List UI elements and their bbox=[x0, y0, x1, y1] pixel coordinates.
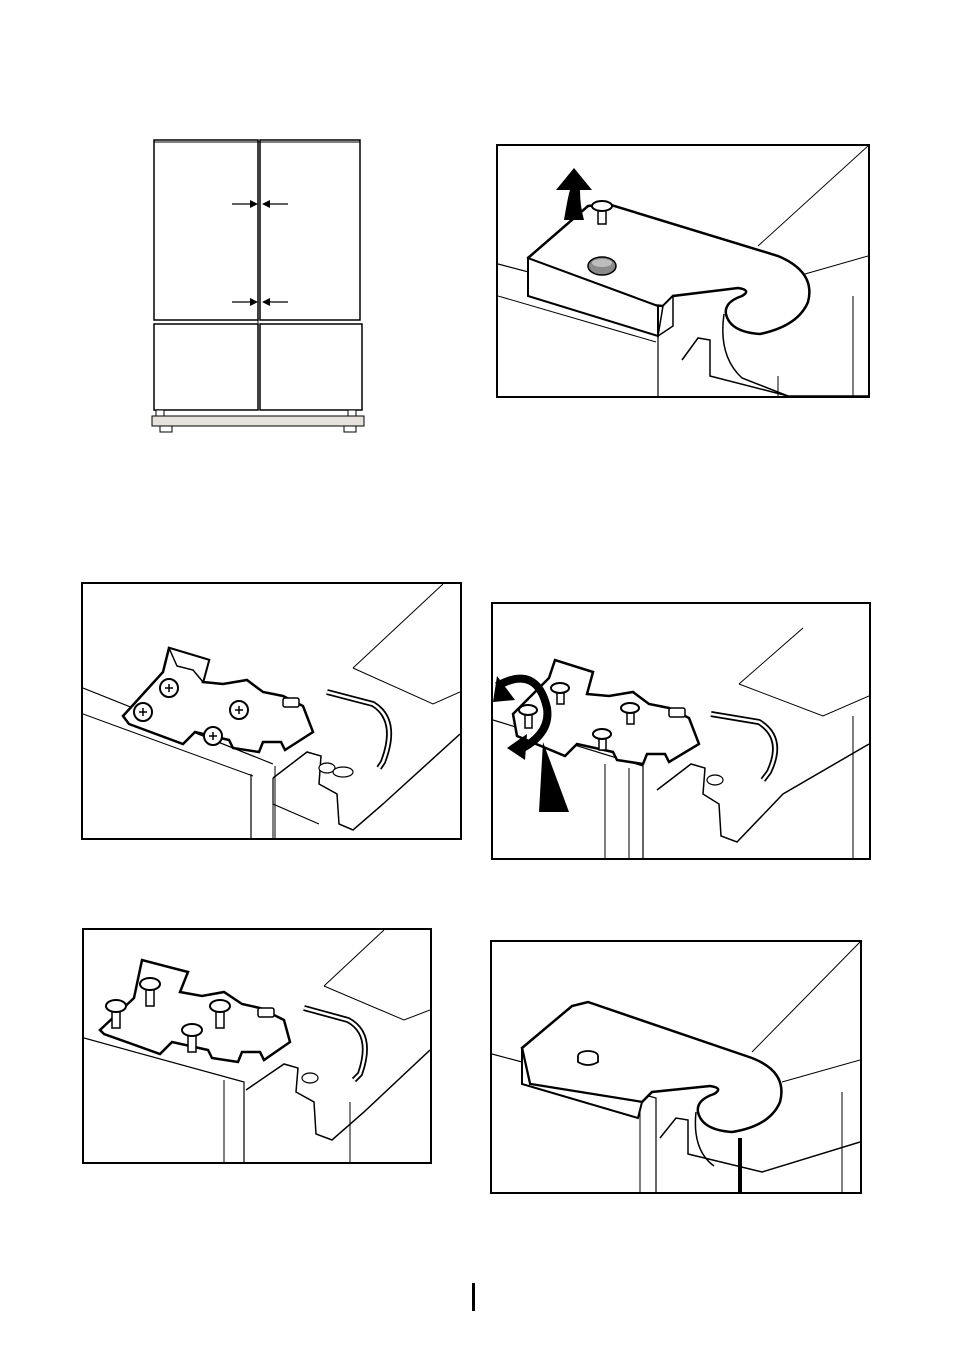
hinge-screws-loosen bbox=[491, 602, 871, 860]
fridge-door-gap-diagram bbox=[140, 130, 380, 440]
hinge-screws-removed bbox=[82, 928, 432, 1164]
hinge-plate-installed bbox=[81, 582, 462, 840]
hinge-cover-removal bbox=[496, 144, 870, 398]
cover-icon bbox=[522, 1002, 781, 1132]
fridge-icon bbox=[140, 130, 380, 440]
page-number-marker bbox=[472, 1283, 475, 1311]
hinge-cover-reattached bbox=[490, 940, 862, 1194]
